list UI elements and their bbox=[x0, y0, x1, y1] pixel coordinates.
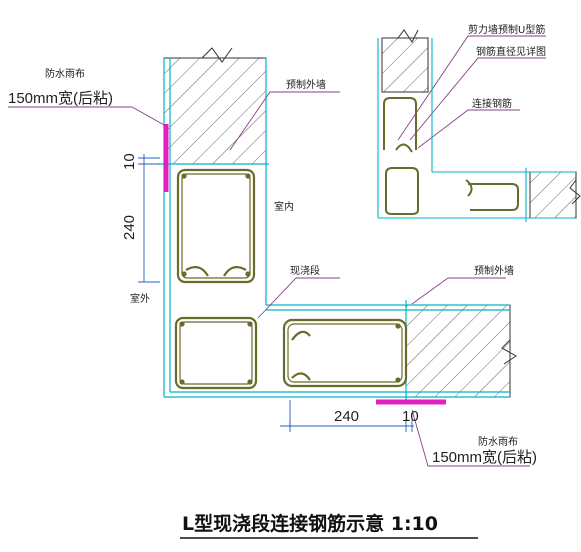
dimension-horizontal-10: 10 bbox=[402, 408, 419, 425]
dimension-vertical-10: 10 bbox=[121, 153, 138, 170]
dimension-lines bbox=[138, 154, 414, 432]
waterproof-membranes bbox=[163, 124, 446, 405]
precast-wall-vertical bbox=[163, 47, 267, 165]
rebar-cages bbox=[174, 168, 408, 390]
label-connecting-bar: 连接钢筋 bbox=[472, 97, 512, 110]
label-indoor: 室内 bbox=[274, 200, 294, 213]
label-outdoor: 室外 bbox=[130, 292, 150, 305]
detail-u-bar bbox=[377, 29, 581, 222]
label-bar-diameter-note: 钢筋直径见详图 bbox=[476, 45, 546, 58]
dimension-vertical-240: 240 bbox=[121, 215, 138, 240]
leader-lines bbox=[8, 35, 546, 467]
rebar-dots bbox=[179, 173, 401, 385]
precast-wall-horizontal bbox=[405, 304, 517, 398]
dimension-horizontal-240: 240 bbox=[334, 408, 359, 425]
label-waterproof-top-width: 150mm宽(后粘) bbox=[8, 90, 113, 107]
label-waterproof-bottom: 防水雨布 bbox=[478, 435, 518, 448]
diagram-title: L型现浇段连接钢筋示意 1:10 bbox=[182, 512, 438, 535]
label-cast-in-place: 现浇段 bbox=[290, 264, 320, 277]
label-waterproof-top: 防水雨布 bbox=[45, 67, 85, 80]
label-shear-wall-u-bar: 剪力墙预制U型筋 bbox=[468, 23, 545, 36]
label-precast-outer-wall-top: 预制外墙 bbox=[286, 78, 326, 91]
label-waterproof-bottom-width: 150mm宽(后粘) bbox=[432, 449, 537, 466]
label-precast-outer-wall-right: 预制外墙 bbox=[474, 264, 514, 277]
